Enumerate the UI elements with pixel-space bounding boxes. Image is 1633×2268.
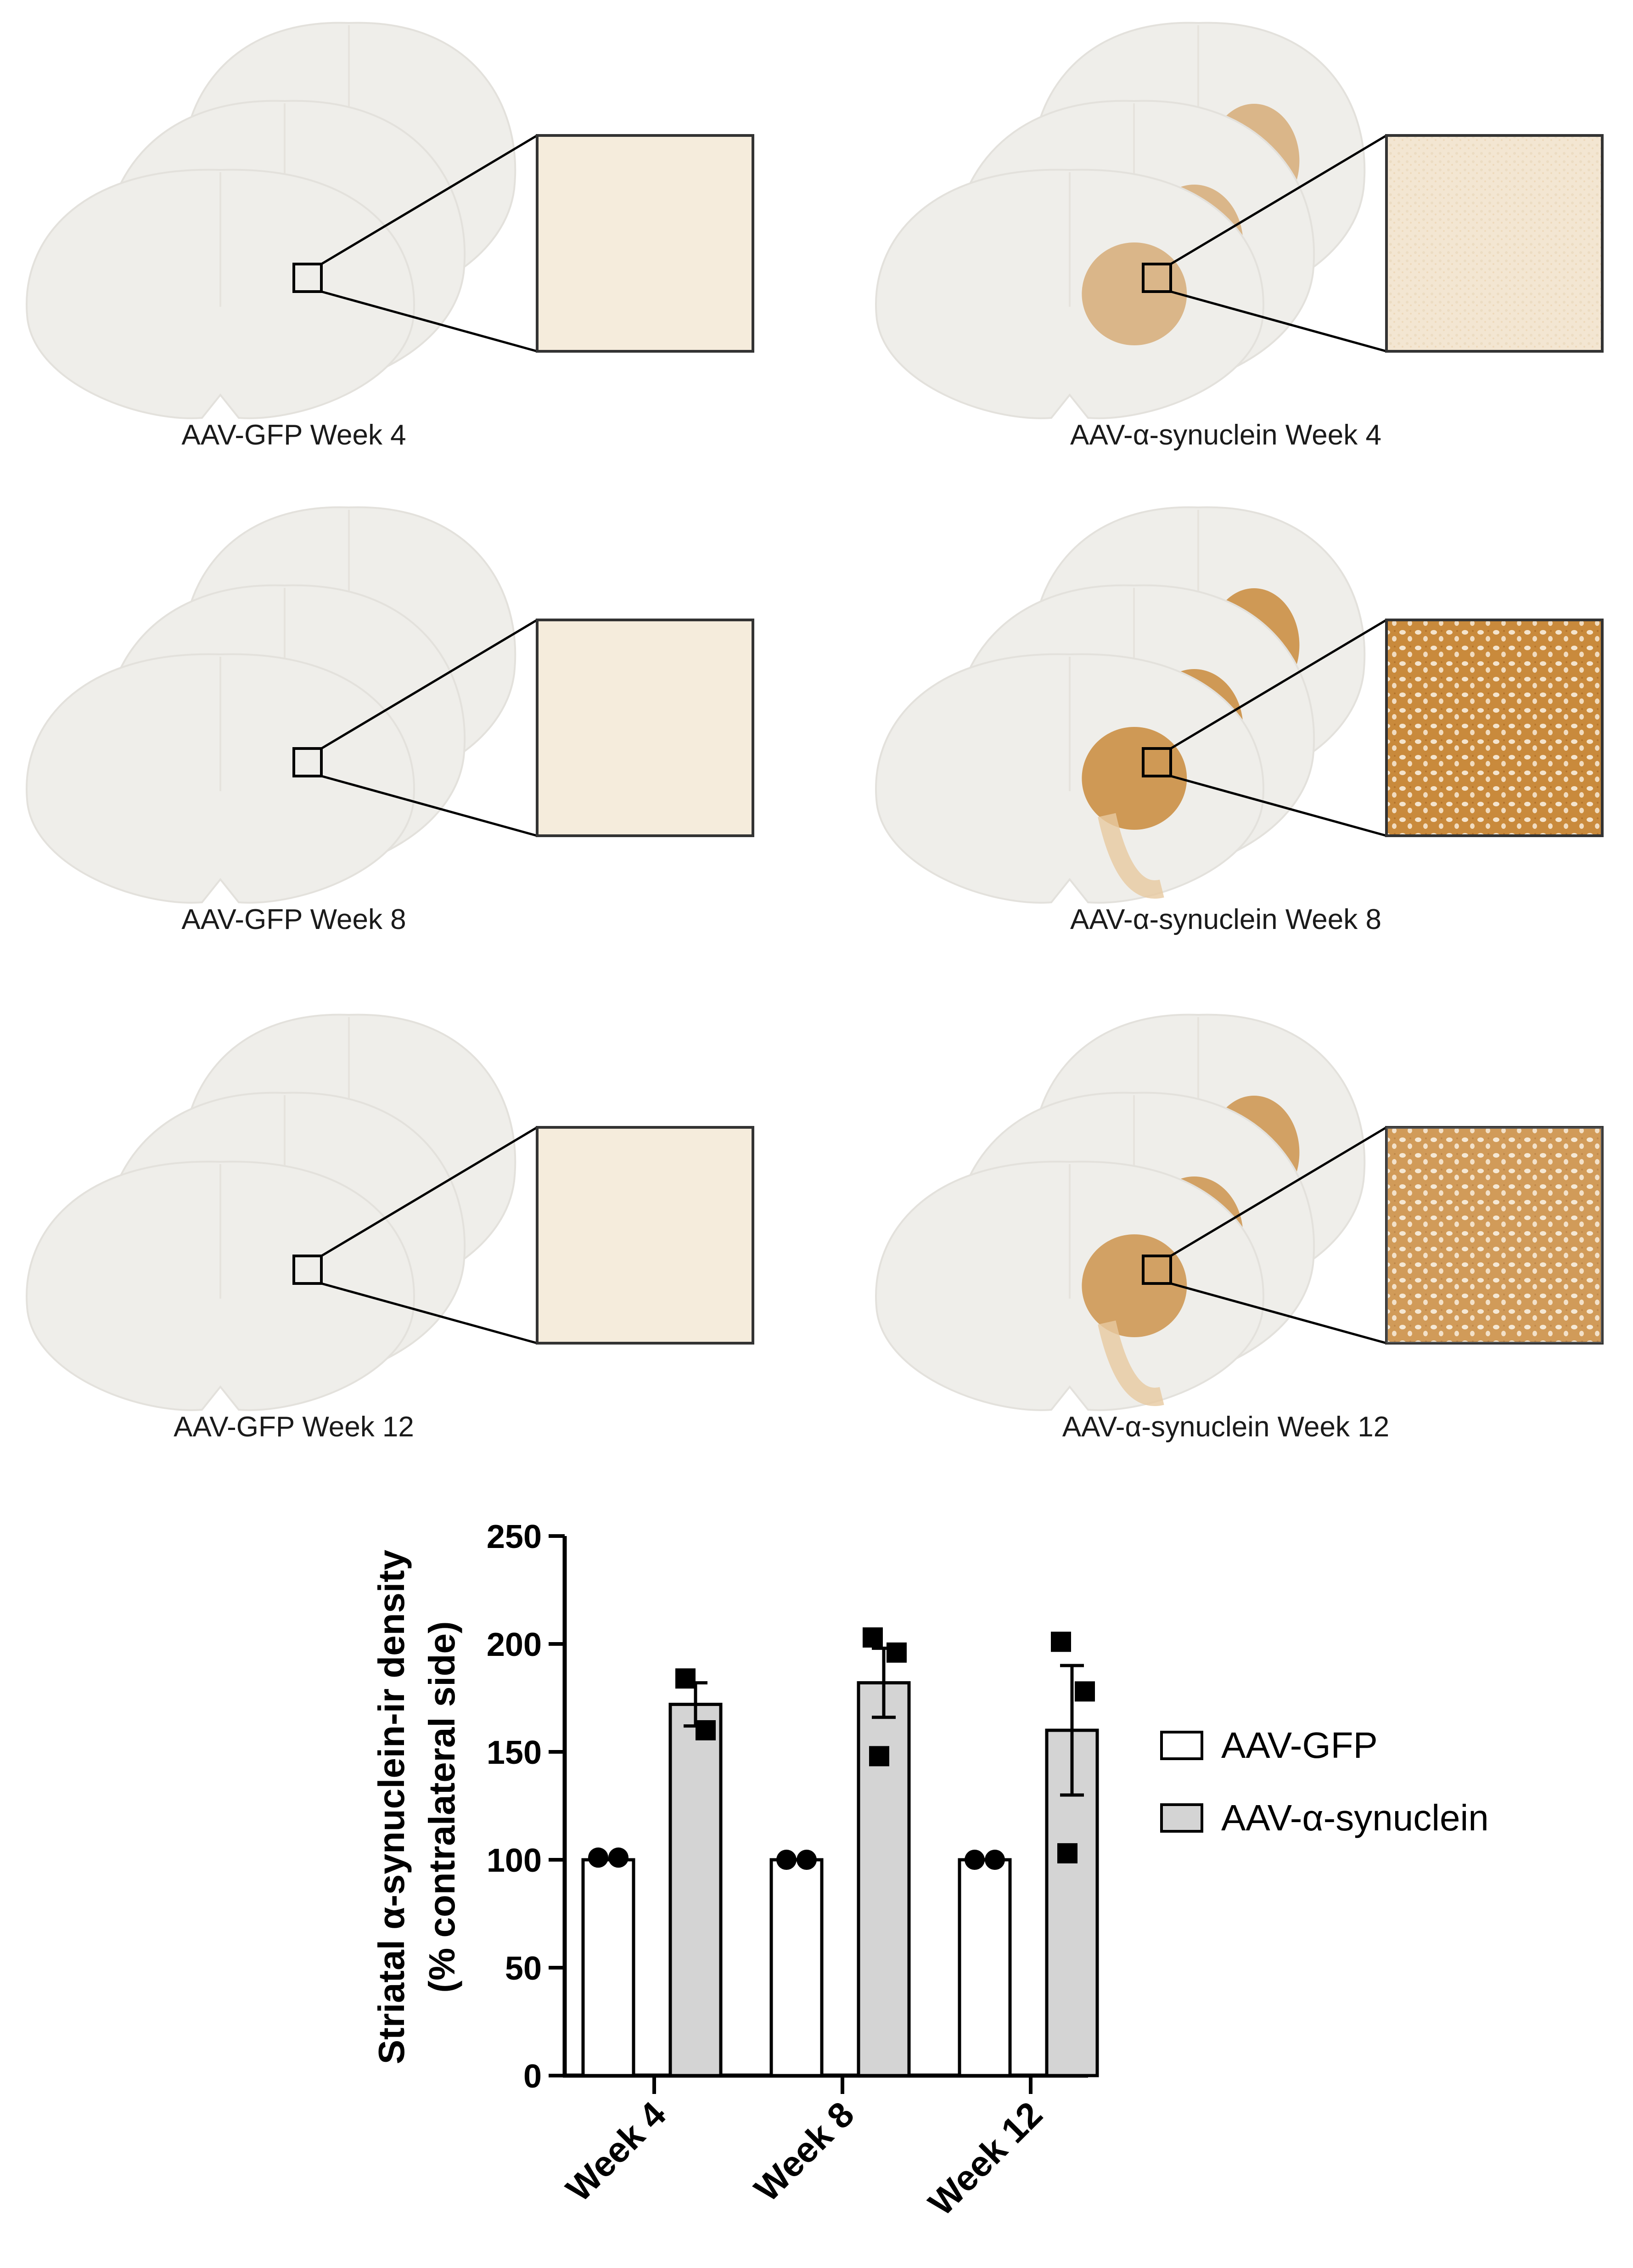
striatal-stain: [1082, 242, 1187, 345]
zoom-line: [320, 134, 538, 265]
brain-section: [875, 1160, 1264, 1411]
bars: [581, 1627, 1099, 2077]
panel-caption: AAV-α-synuclein Week 12: [1062, 1411, 1389, 1443]
y-tick-label: 250: [487, 1519, 542, 1555]
histology-panel: AAV-α-synuclein Week 4: [875, 22, 1604, 451]
nigral-projection: [1098, 813, 1164, 899]
legend: AAV-GFP AAV-α-synuclein: [1160, 1725, 1489, 1838]
region-box: [292, 1255, 323, 1285]
panel-caption: AAV-GFP Week 12: [174, 1411, 414, 1443]
legend-label-gfp: AAV-GFP: [1221, 1725, 1378, 1766]
histology-panel: AAV-GFP Week 8: [26, 506, 754, 935]
data-point: [588, 1847, 608, 1868]
brain-section: [26, 1160, 415, 1411]
zoom-line: [1170, 1282, 1387, 1345]
brain-section: [875, 169, 1264, 419]
bar: [857, 1681, 911, 2077]
data-point: [985, 1850, 1005, 1870]
y-tick-label: 100: [487, 1842, 542, 1879]
data-point: [1075, 1681, 1095, 1702]
data-point: [696, 1720, 716, 1740]
nigral-projection: [1098, 1320, 1164, 1406]
histology-panel: AAV-GFP Week 12: [26, 1013, 754, 1443]
data-point: [1057, 1843, 1077, 1863]
bar: [769, 1858, 824, 2077]
data-point: [776, 1850, 797, 1870]
region-box: [292, 747, 323, 777]
zoom-line: [321, 290, 538, 353]
legend-label-synuclein: AAV-α-synuclein: [1221, 1797, 1489, 1838]
magnified-inset: [536, 134, 754, 353]
striatal-stain: [1082, 727, 1187, 830]
region-box: [1142, 747, 1172, 777]
region-box: [292, 263, 323, 293]
region-box: [1142, 1255, 1172, 1285]
brain-section: [875, 653, 1264, 904]
magnified-inset: [536, 619, 754, 837]
magnified-inset: [1385, 134, 1604, 353]
data-point: [608, 1847, 629, 1868]
data-point: [797, 1850, 817, 1870]
y-axis-label-line2: (% contralateral side): [421, 1621, 462, 1992]
data-point: [965, 1850, 985, 1870]
brain-section: [26, 169, 415, 419]
data-point: [863, 1627, 883, 1648]
y-axis-ticks: 0 50 100 150 200 250: [487, 1519, 565, 2095]
zoom-line: [1170, 775, 1387, 837]
inset-tint: [1386, 1127, 1602, 1343]
brain-section: [26, 653, 415, 904]
bar-chart: 0 50 100 150 200 250 Week 4 Week 8 Week 12 Stri…: [371, 1519, 1489, 2223]
y-tick-label: 150: [487, 1734, 542, 1771]
zoom-line: [1170, 1126, 1387, 1257]
panel-caption: AAV-α-synuclein Week 8: [1070, 904, 1381, 935]
y-tick-label: 200: [487, 1626, 542, 1663]
y-tick-label: 0: [523, 2058, 542, 2095]
y-tick-label: 50: [505, 1950, 542, 1987]
magnified-inset: [536, 1126, 754, 1345]
zoom-line: [1170, 290, 1387, 353]
histology-panel: AAV-α-synuclein Week 8: [875, 506, 1604, 935]
x-tick-label: Week 8: [746, 2094, 862, 2209]
bar: [668, 1703, 723, 2077]
zoom-line: [1170, 619, 1387, 750]
histology-panel: AAV-GFP Week 4: [26, 22, 754, 451]
x-tick-label: Week 4: [558, 2094, 673, 2209]
data-point: [887, 1642, 907, 1663]
magnified-inset: [1385, 619, 1604, 837]
striatal-stain: [1082, 1234, 1187, 1337]
x-tick-label: Week 12: [920, 2094, 1050, 2223]
bar: [958, 1858, 1012, 2077]
histology-panel: AAV-α-synuclein Week 12: [875, 1013, 1604, 1443]
x-axis-ticks: Week 4 Week 8 Week 12: [558, 2076, 1050, 2223]
legend-swatch-synuclein: [1160, 1803, 1203, 1833]
data-point: [675, 1668, 696, 1689]
panel-caption: AAV-α-synuclein Week 4: [1070, 419, 1381, 451]
panel-caption: AAV-GFP Week 8: [181, 904, 406, 935]
zoom-line: [320, 1126, 538, 1257]
zoom-line: [320, 619, 538, 750]
magnified-inset: [1385, 1126, 1604, 1345]
zoom-line: [1170, 134, 1387, 265]
bar: [581, 1858, 635, 2077]
region-box: [1142, 263, 1172, 293]
data-point: [869, 1746, 889, 1767]
histology-panels: AAV-GFP Week 4 AAV-α-synuclein Week 4 AAV-…: [26, 22, 1604, 1443]
zoom-line: [321, 1282, 538, 1345]
data-point: [1051, 1632, 1071, 1652]
y-axis-label-line1: Striatal α-synuclein-ir density: [371, 1549, 412, 2064]
panel-caption: AAV-GFP Week 4: [181, 419, 406, 451]
legend-swatch-gfp: [1160, 1731, 1203, 1760]
zoom-line: [321, 775, 538, 837]
